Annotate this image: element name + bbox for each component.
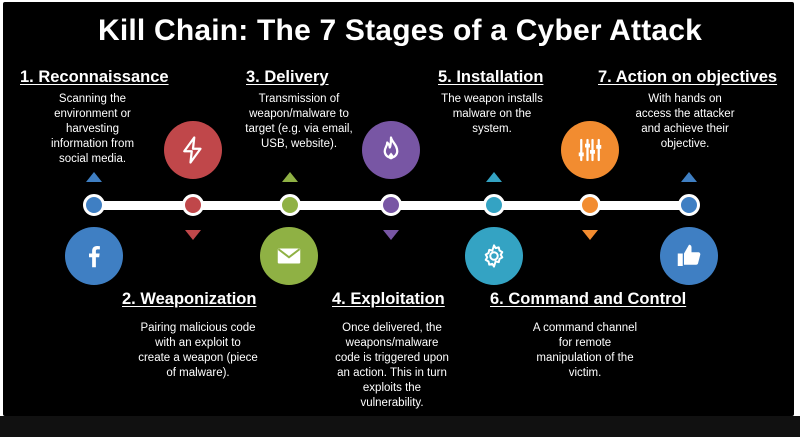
stage-7-desc: With hands on access the attacker and ac… xyxy=(635,93,735,150)
stage-6-desc: A command channel for remote manipulatio… xyxy=(532,322,638,379)
pointer-up-5 xyxy=(486,172,502,182)
stage-5-desc: The weapon installs malware on the syste… xyxy=(441,93,543,135)
stage-5-title: 5. Installation xyxy=(438,68,544,86)
timeline-dot-2 xyxy=(182,194,204,216)
pointer-up-3 xyxy=(282,172,298,182)
stage-7-title: 7. Action on objectives xyxy=(598,68,778,86)
bottom-strip xyxy=(0,416,800,437)
timeline-dot-1 xyxy=(83,194,105,216)
pointer-up-7 xyxy=(681,172,697,182)
stage-3-title: 3. Delivery xyxy=(246,68,329,86)
gear-icon xyxy=(465,227,523,285)
page-title: Kill Chain: The 7 Stages of a Cyber Atta… xyxy=(97,14,703,47)
timeline-dot-6 xyxy=(579,194,601,216)
pointer-down-2 xyxy=(185,230,201,240)
lightning-icon xyxy=(164,121,222,179)
stage-1-desc: Scanning the environment or harvesting i… xyxy=(50,93,135,165)
timeline-dot-4 xyxy=(380,194,402,216)
pointer-down-6 xyxy=(582,230,598,240)
timeline-dot-7 xyxy=(678,194,700,216)
stage-2-desc: Pairing malicious code with an exploit t… xyxy=(138,322,258,379)
stage-4-desc: Once delivered, the weapons/malware code… xyxy=(335,322,449,409)
stage-6-title: 6. Command and Control xyxy=(490,290,687,308)
pointer-down-4 xyxy=(383,230,399,240)
stage-3-desc: Transmission of weapon/malware to target… xyxy=(245,93,353,150)
envelope-icon xyxy=(260,227,318,285)
sliders-icon xyxy=(561,121,619,179)
facebook-icon xyxy=(65,227,123,285)
stage-2-title: 2. Weaponization xyxy=(122,290,257,308)
stage-4-title: 4. Exploitation xyxy=(332,290,445,308)
timeline-dot-3 xyxy=(279,194,301,216)
timeline-dot-5 xyxy=(483,194,505,216)
thumbs-up-icon xyxy=(660,227,718,285)
pointer-up-1 xyxy=(86,172,102,182)
stage-1-title: 1. Reconnaissance xyxy=(20,68,169,86)
flame-icon xyxy=(362,121,420,179)
